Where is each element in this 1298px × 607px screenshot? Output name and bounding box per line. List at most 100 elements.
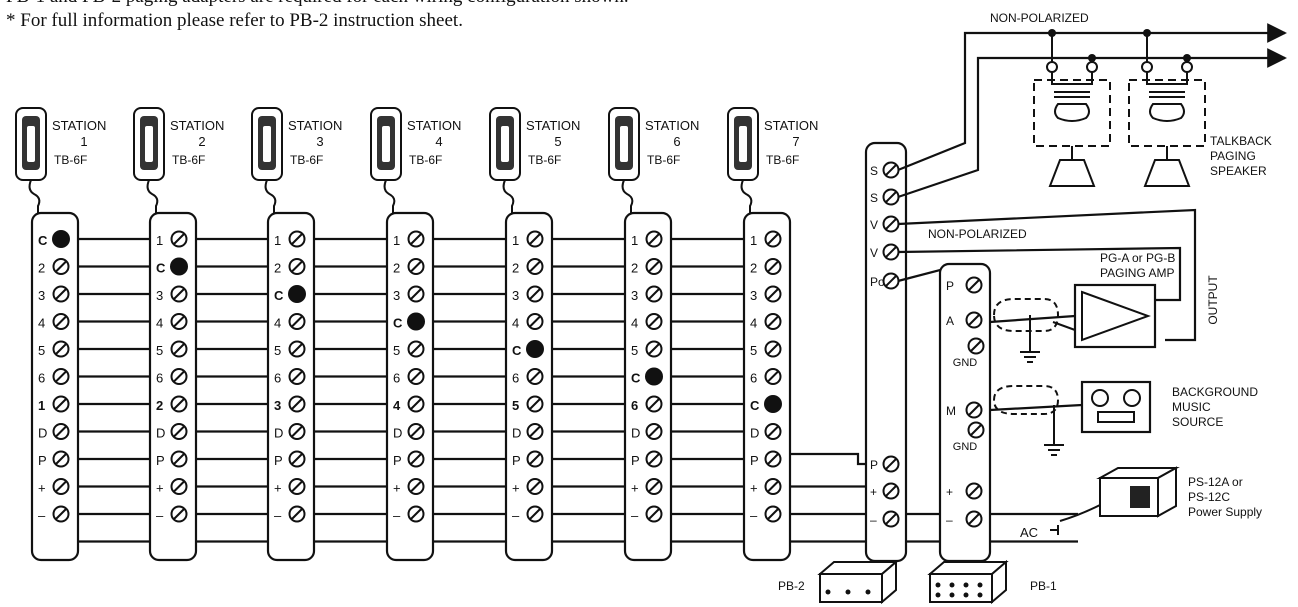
terminal-label: 6 <box>156 371 163 386</box>
screw-terminal <box>645 285 663 303</box>
note-line-1: PB-1 and PB-2 paging adapters are requir… <box>6 0 629 8</box>
cord <box>146 179 159 213</box>
screw-terminal <box>170 313 188 330</box>
common-terminal-dot <box>170 257 188 276</box>
screw-terminal <box>52 340 70 358</box>
terminal-label: – <box>631 508 639 523</box>
pb1-terminal-label: P <box>946 279 954 293</box>
terminal-label: 1 <box>512 233 519 248</box>
screw-terminal <box>967 337 985 355</box>
screw-terminal <box>645 395 663 413</box>
cord <box>383 179 396 213</box>
station-model: TB-6F <box>290 153 323 167</box>
cord <box>740 179 753 213</box>
screw-terminal <box>764 505 782 523</box>
ac-label: AC <box>1020 525 1038 540</box>
terminal-label: 4 <box>38 316 45 331</box>
screw-terminal <box>288 230 306 248</box>
terminal-label: + <box>156 481 164 496</box>
screw-terminal <box>764 478 782 495</box>
terminal-label: – <box>274 508 282 523</box>
screw-terminal <box>645 450 663 468</box>
terminal-label: 4 <box>512 316 519 331</box>
terminal-label: 1 <box>38 398 45 413</box>
screw-terminal <box>526 478 544 495</box>
pb2-device <box>817 559 899 605</box>
terminal-label: 1 <box>393 233 400 248</box>
station-model: TB-6F <box>172 153 205 167</box>
pb2-terminal-label: S <box>870 164 878 178</box>
terminal-label: 6 <box>274 371 281 386</box>
screw-terminal <box>407 230 425 248</box>
terminal-label: P <box>750 453 759 468</box>
terminal-label: 4 <box>631 316 638 331</box>
terminal-label: 4 <box>393 398 401 413</box>
terminal-label: 3 <box>631 288 638 303</box>
screw-terminal <box>52 285 70 303</box>
cord <box>502 179 515 213</box>
ac-cord <box>1059 504 1101 522</box>
common-terminal-dot <box>645 367 663 386</box>
speaker-cone <box>1048 159 1096 187</box>
station-number: 5 <box>554 134 561 149</box>
common-terminal-dot <box>52 230 70 248</box>
terminal-label: P <box>38 453 47 468</box>
terminal-label: D <box>274 426 283 441</box>
screw-terminal <box>764 450 782 468</box>
talkback-speaker <box>1128 29 1206 187</box>
pb2-terminal-label: V <box>870 246 878 260</box>
station-model: TB-6F <box>766 153 799 167</box>
screw-terminal <box>288 395 306 413</box>
terminal-label: 3 <box>750 288 757 303</box>
speaker-label: PAGING <box>1210 149 1256 163</box>
terminal-label: 6 <box>38 371 45 386</box>
terminal-label: C <box>750 398 760 413</box>
screw-terminal <box>645 423 663 440</box>
terminal-label: 1 <box>274 233 281 248</box>
pb2-terminal-label: Po <box>870 275 885 289</box>
station-number: 4 <box>435 134 442 149</box>
common-terminal-dot <box>764 395 782 413</box>
screw-terminal <box>407 423 425 440</box>
station-label: STATION <box>526 118 580 133</box>
screw-terminal <box>170 395 188 413</box>
screw-terminal <box>407 450 425 468</box>
speaker-wire <box>897 23 1287 172</box>
terminal-label: 2 <box>38 261 45 276</box>
screw-terminal <box>526 258 544 275</box>
station-label: STATION <box>764 118 818 133</box>
note-line-2: * For full information please refer to P… <box>6 10 463 31</box>
screw-terminal <box>170 505 188 523</box>
screw-terminal <box>407 478 425 495</box>
terminal-label: C <box>156 261 166 276</box>
screw-terminal <box>170 423 188 440</box>
screw-terminal <box>288 340 306 358</box>
pb2-terminal-label: V <box>870 218 878 232</box>
pb2-terminal-label: S <box>870 191 878 205</box>
terminal-label: + <box>631 481 639 496</box>
cord <box>621 179 634 213</box>
screw-terminal <box>170 450 188 468</box>
talkback-speaker <box>1033 29 1111 187</box>
screw-terminal <box>965 482 983 500</box>
common-terminal-dot <box>288 285 306 303</box>
terminal-label: 3 <box>393 288 400 303</box>
terminal-label: C <box>512 343 522 358</box>
terminal-label: 5 <box>512 398 519 413</box>
amp-label: PG-A or PG-B <box>1100 251 1175 265</box>
shield <box>992 298 1060 332</box>
terminal-label: 2 <box>274 261 281 276</box>
terminal-label: D <box>156 426 165 441</box>
terminal-label: C <box>274 288 284 303</box>
terminal-label: – <box>38 508 46 523</box>
power-supply <box>1096 466 1180 518</box>
paging-amp <box>1073 283 1157 349</box>
screw-terminal <box>407 368 425 385</box>
screw-terminal <box>764 368 782 385</box>
cord <box>264 179 277 213</box>
terminal-label: 3 <box>38 288 45 303</box>
screw-terminal <box>288 423 306 440</box>
terminal-label: 1 <box>631 233 638 248</box>
terminal-label: P <box>274 453 283 468</box>
